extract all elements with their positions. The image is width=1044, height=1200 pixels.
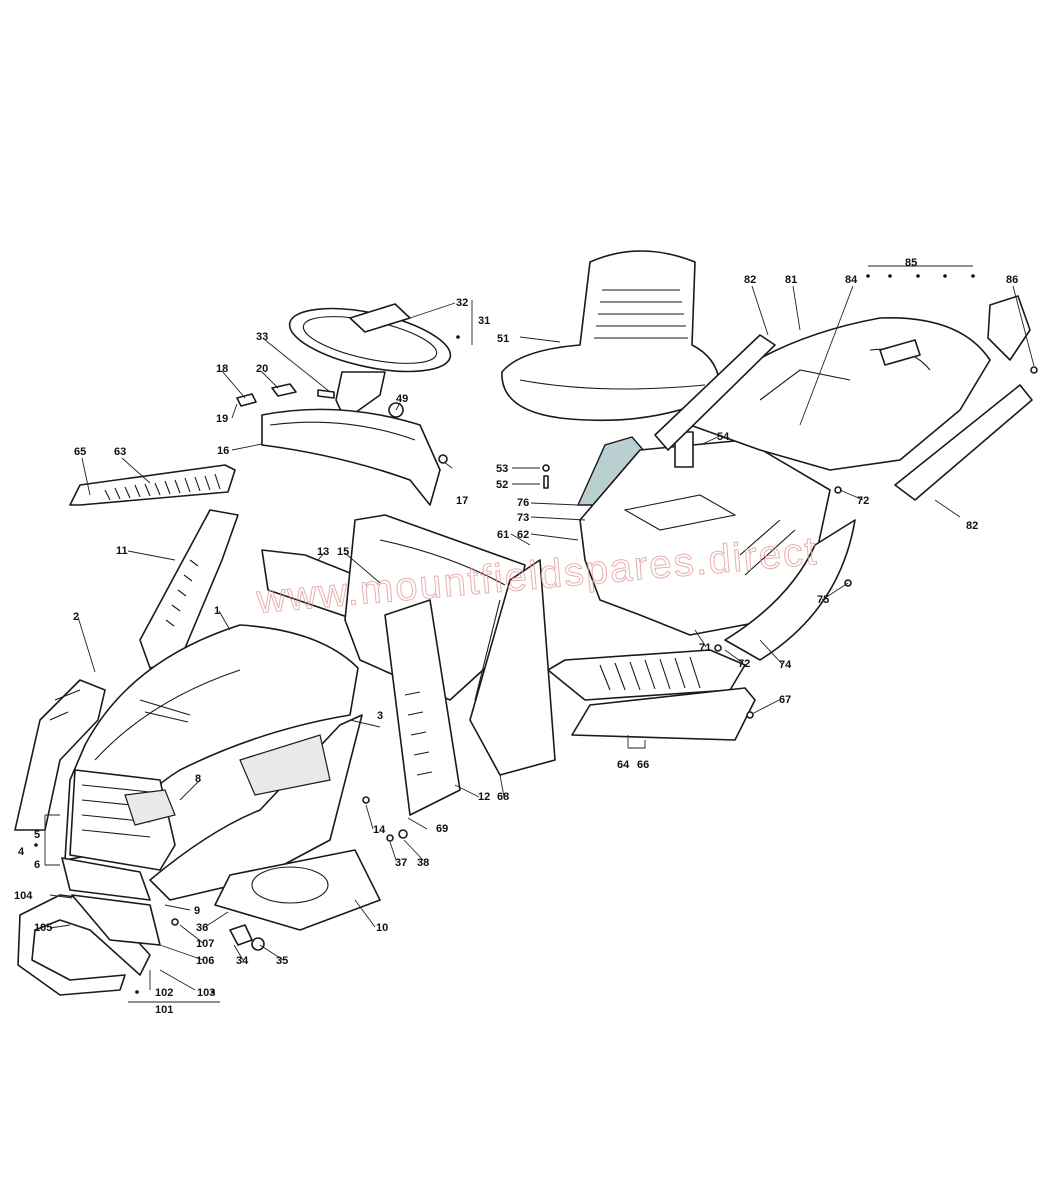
callout-1: 1 xyxy=(214,605,220,617)
callout-61: 61 xyxy=(497,529,509,541)
callout-65: 65 xyxy=(74,446,86,458)
callout-102: 102 xyxy=(155,987,173,999)
dash-panel-part xyxy=(236,383,448,506)
steering-wheel-part xyxy=(288,303,452,421)
callout-37: 37 xyxy=(395,857,407,869)
callout-81: 81 xyxy=(785,274,797,286)
callout-72: 72 xyxy=(857,495,869,507)
callout-14: 14 xyxy=(373,824,386,836)
callout-10: 10 xyxy=(376,922,388,934)
callout-73: 73 xyxy=(517,512,529,524)
front-frame-part xyxy=(14,679,106,831)
callout-32: 32 xyxy=(456,297,468,309)
rear-frame-right-part xyxy=(469,559,556,776)
callout-17: 17 xyxy=(456,495,468,507)
bumper-part xyxy=(17,857,161,996)
callout-38: 38 xyxy=(417,857,429,869)
callout-107: 107 xyxy=(196,938,214,950)
callout-16: 16 xyxy=(217,445,229,457)
callout-36: 36 xyxy=(196,922,208,934)
callout-labels: 32 31 33 18 20 19 49 16 17 51 65 63 11 2… xyxy=(14,257,1018,1016)
front-side-cover-part xyxy=(149,714,363,901)
fasteners xyxy=(171,464,852,951)
callout-106: 106 xyxy=(196,955,214,967)
callout-13: 13 xyxy=(317,546,329,558)
callout-71: 71 xyxy=(699,642,711,654)
callout-2: 2 xyxy=(73,611,79,623)
front-grille-part xyxy=(69,769,176,871)
callout-54: 54 xyxy=(717,431,730,443)
callout-105: 105 xyxy=(34,922,52,934)
callout-19: 19 xyxy=(216,413,228,425)
callout-31: 31 xyxy=(478,315,490,327)
callout-53: 53 xyxy=(496,463,508,475)
callout-76: 76 xyxy=(517,497,529,509)
callout-68: 68 xyxy=(497,791,509,803)
callout-34: 34 xyxy=(236,955,249,967)
callout-12: 12 xyxy=(478,791,490,803)
callout-33: 33 xyxy=(256,331,268,343)
callout-5: 5 xyxy=(34,829,40,841)
callout-dots xyxy=(34,274,975,994)
callout-20: 20 xyxy=(256,363,268,375)
center-tunnel-part xyxy=(384,599,461,816)
callout-101: 101 xyxy=(155,1004,173,1016)
callout-4: 4 xyxy=(18,846,25,858)
callout-84: 84 xyxy=(845,274,858,286)
callout-63: 63 xyxy=(114,446,126,458)
callout-85: 85 xyxy=(905,257,917,269)
callout-51: 51 xyxy=(497,333,509,345)
callout-82: 82 xyxy=(744,274,756,286)
callout-3: 3 xyxy=(377,710,383,722)
callout-86: 86 xyxy=(1006,274,1018,286)
callout-72-lower: 72 xyxy=(738,658,750,670)
callout-18: 18 xyxy=(216,363,228,375)
callout-64: 64 xyxy=(617,759,630,771)
rear-bracket-part xyxy=(987,295,1038,374)
callout-104: 104 xyxy=(14,890,33,902)
callout-6: 6 xyxy=(34,859,40,871)
side-panel-left-part xyxy=(139,509,239,669)
callout-103: 103 xyxy=(197,987,215,999)
callout-8: 8 xyxy=(195,773,201,785)
callout-52: 52 xyxy=(496,479,508,491)
callout-82-rear: 82 xyxy=(966,520,978,532)
callout-9: 9 xyxy=(194,905,200,917)
callout-66: 66 xyxy=(637,759,649,771)
callout-69: 69 xyxy=(436,823,448,835)
callout-11: 11 xyxy=(116,545,128,557)
callout-75: 75 xyxy=(817,594,829,606)
callout-74: 74 xyxy=(779,659,792,671)
callout-62: 62 xyxy=(517,529,529,541)
rear-fender-part xyxy=(724,519,856,661)
side-strip-rear-part xyxy=(894,384,1033,501)
callout-67: 67 xyxy=(779,694,791,706)
vent-grille-part xyxy=(69,464,236,506)
seat-part xyxy=(501,250,721,422)
callout-15: 15 xyxy=(337,546,349,558)
side-strip-upper-part xyxy=(654,334,776,451)
footplate-part xyxy=(547,649,756,741)
callout-35: 35 xyxy=(276,955,288,967)
leader-lines xyxy=(44,265,1035,1003)
under-tray-part xyxy=(214,849,381,931)
callout-49: 49 xyxy=(396,393,408,405)
